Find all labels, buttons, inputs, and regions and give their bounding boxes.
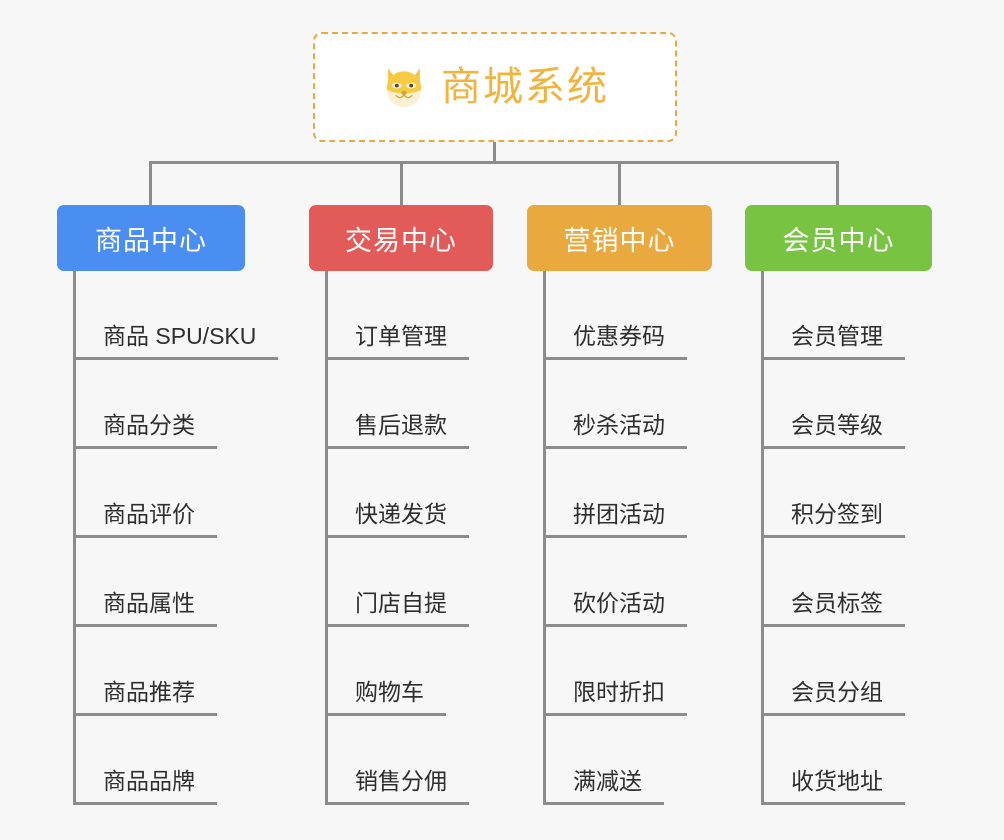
leaf-label: 购物车 xyxy=(325,681,446,716)
leaf-spine-2 xyxy=(325,271,328,805)
connector-drop-3 xyxy=(618,161,621,206)
category-header-1[interactable]: 商品中心 xyxy=(57,205,245,271)
category-header-4-label: 会员中心 xyxy=(782,225,895,256)
connector-bus xyxy=(149,161,839,164)
leaf-label: 砍价活动 xyxy=(543,592,687,627)
leaf-label: 会员等级 xyxy=(761,414,905,449)
leaf-list-4: 会员管理 会员等级 积分签到 会员标签 会员分组 收货地址 xyxy=(745,271,932,805)
branch-column-4: 会员中心 会员管理 会员等级 积分签到 会员标签 会员分组 收货地址 xyxy=(745,205,932,805)
leaf-item[interactable]: 购物车 xyxy=(309,627,493,716)
root-node[interactable]: 商城系统 xyxy=(313,32,677,142)
leaf-label: 商品属性 xyxy=(73,592,217,627)
category-header-4[interactable]: 会员中心 xyxy=(745,205,932,271)
leaf-item[interactable]: 快递发货 xyxy=(309,449,493,538)
leaf-list-3: 优惠券码 秒杀活动 拼团活动 砍价活动 限时折扣 满减送 xyxy=(527,271,712,805)
leaf-item[interactable]: 商品评价 xyxy=(57,449,245,538)
leaf-item[interactable]: 门店自提 xyxy=(309,538,493,627)
leaf-list-2: 订单管理 售后退款 快递发货 门店自提 购物车 销售分佣 xyxy=(309,271,493,805)
category-header-3[interactable]: 营销中心 xyxy=(527,205,712,271)
leaf-item[interactable]: 商品属性 xyxy=(57,538,245,627)
leaf-item[interactable]: 优惠券码 xyxy=(527,271,712,360)
leaf-spine-3 xyxy=(543,271,546,805)
leaf-item[interactable]: 会员等级 xyxy=(745,360,932,449)
leaf-label: 商品推荐 xyxy=(73,681,217,716)
category-header-3-label: 营销中心 xyxy=(563,225,676,256)
leaf-label: 积分签到 xyxy=(761,503,905,538)
leaf-label: 商品品牌 xyxy=(73,770,217,805)
leaf-item[interactable]: 秒杀活动 xyxy=(527,360,712,449)
leaf-label: 商品评价 xyxy=(73,503,217,538)
connector-drop-2 xyxy=(400,161,403,206)
leaf-spine-1 xyxy=(73,271,76,805)
leaf-item[interactable]: 满减送 xyxy=(527,716,712,805)
leaf-item[interactable]: 收货地址 xyxy=(745,716,932,805)
leaf-item[interactable]: 会员分组 xyxy=(745,627,932,716)
leaf-label: 售后退款 xyxy=(325,414,469,449)
leaf-item[interactable]: 会员管理 xyxy=(745,271,932,360)
leaf-label: 销售分佣 xyxy=(325,770,469,805)
branch-column-1: 商品中心 商品 SPU/SKU 商品分类 商品评价 商品属性 商品推荐 商品品牌 xyxy=(57,205,279,805)
connector-drop-4 xyxy=(836,161,839,206)
leaf-label: 秒杀活动 xyxy=(543,414,687,449)
leaf-label: 满减送 xyxy=(543,770,664,805)
leaf-list-1: 商品 SPU/SKU 商品分类 商品评价 商品属性 商品推荐 商品品牌 xyxy=(57,271,279,805)
leaf-label: 会员分组 xyxy=(761,681,905,716)
leaf-item[interactable]: 拼团活动 xyxy=(527,449,712,538)
leaf-item[interactable]: 商品品牌 xyxy=(57,716,245,805)
leaf-label: 收货地址 xyxy=(761,770,905,805)
connector-root-stem xyxy=(493,142,496,164)
leaf-item[interactable]: 售后退款 xyxy=(309,360,493,449)
leaf-label: 拼团活动 xyxy=(543,503,687,538)
leaf-label: 会员管理 xyxy=(761,325,905,360)
leaf-label: 会员标签 xyxy=(761,592,905,627)
shiba-dog-face-icon xyxy=(381,64,427,110)
leaf-item[interactable]: 会员标签 xyxy=(745,538,932,627)
leaf-label: 商品 SPU/SKU xyxy=(73,325,279,360)
leaf-label: 订单管理 xyxy=(325,325,469,360)
category-header-2-label: 交易中心 xyxy=(345,225,457,256)
leaf-label: 门店自提 xyxy=(325,592,469,627)
leaf-item[interactable]: 销售分佣 xyxy=(309,716,493,805)
leaf-spine-4 xyxy=(761,271,764,805)
branch-column-2: 交易中心 订单管理 售后退款 快递发货 门店自提 购物车 销售分佣 xyxy=(309,205,493,805)
leaf-label: 快递发货 xyxy=(325,503,469,538)
branch-column-3: 营销中心 优惠券码 秒杀活动 拼团活动 砍价活动 限时折扣 满减送 xyxy=(527,205,712,805)
leaf-item[interactable]: 限时折扣 xyxy=(527,627,712,716)
leaf-label: 商品分类 xyxy=(73,414,217,449)
leaf-item[interactable]: 商品推荐 xyxy=(57,627,245,716)
leaf-item[interactable]: 砍价活动 xyxy=(527,538,712,627)
leaf-label: 优惠券码 xyxy=(543,325,687,360)
leaf-item[interactable]: 积分签到 xyxy=(745,449,932,538)
leaf-item[interactable]: 商品 SPU/SKU xyxy=(57,271,279,360)
root-title: 商城系统 xyxy=(441,65,609,109)
leaf-item[interactable]: 商品分类 xyxy=(57,360,245,449)
leaf-item[interactable]: 订单管理 xyxy=(309,271,493,360)
leaf-label: 限时折扣 xyxy=(543,681,687,716)
category-header-1-label: 商品中心 xyxy=(95,225,207,256)
category-header-2[interactable]: 交易中心 xyxy=(309,205,493,271)
connector-drop-1 xyxy=(149,161,152,206)
